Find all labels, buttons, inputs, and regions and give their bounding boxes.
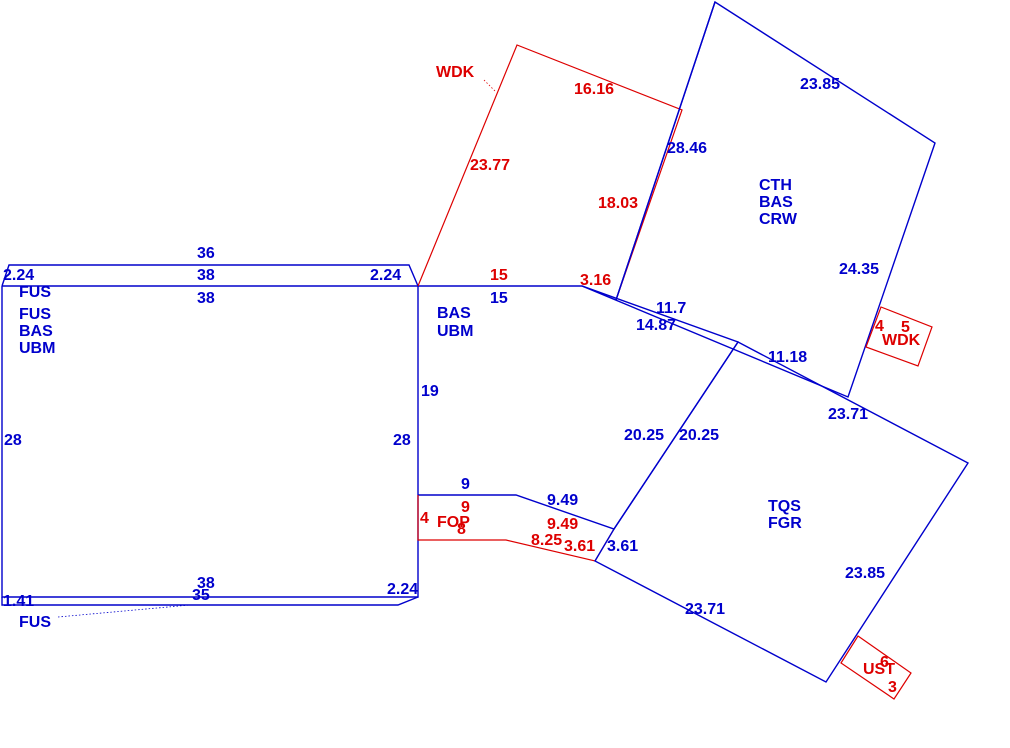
left-section-bottom-band (1, 596, 419, 606)
tqs-code-2: FGR (768, 515, 802, 532)
left-fus-label: FUS (19, 284, 51, 301)
left-top-dim-2: 38 (197, 267, 215, 284)
ust-section (840, 635, 912, 700)
cth-code-3: CRW (759, 211, 798, 228)
left-bottom-dim: 38 (197, 575, 215, 592)
left-right-side-dim: 28 (393, 432, 411, 449)
middle-top-red-dim: 15 (490, 267, 508, 284)
bottom-fus-label: FUS (19, 614, 51, 631)
wdk-deck-label: WDK (436, 64, 475, 81)
left-section-outline (1, 285, 419, 598)
middle-diag-dim-1: 11.7 (656, 300, 686, 317)
left-section-top-band (1, 264, 419, 287)
left-br-diag-dim: 2.24 (387, 581, 418, 598)
middle-diag-dim-2: 14.87 (636, 317, 676, 334)
cth-code-1: CTH (759, 177, 792, 194)
tqs-left-dim: 20.25 (679, 427, 719, 444)
left-side-dim: 28 (4, 432, 22, 449)
wdk-small-outline (865, 306, 933, 367)
left-top-dim: 36 (197, 245, 215, 262)
left-code-3: UBM (19, 340, 55, 357)
wdk-deck-top-dim: 16.16 (574, 81, 614, 98)
wdk-small-dim-b: 5 (901, 319, 910, 336)
middle-left-dim: 19 (421, 383, 439, 400)
wdk-small-section (865, 306, 933, 367)
cth-left-dim: 28.46 (667, 140, 707, 157)
tqs-bottom-dim: 23.71 (685, 601, 725, 618)
middle-bottom-dim: 9 (461, 476, 470, 493)
middle-code-1: BAS (437, 305, 471, 322)
wdk-deck-section (417, 44, 683, 301)
ust-outline (840, 635, 912, 700)
wdk-deck-leader (483, 79, 497, 93)
bottom-fus-leader (57, 604, 191, 618)
left-code-1: FUS (19, 306, 51, 323)
middle-short-red-dim: 3.16 (580, 272, 611, 289)
middle-right-dim: 20.25 (624, 427, 664, 444)
left-code-2: BAS (19, 323, 53, 340)
wdk-deck-right-dim: 18.03 (598, 195, 638, 212)
fop-label: FOP (437, 514, 470, 531)
tqs-outline (594, 341, 970, 683)
cth-right-dim: 24.35 (839, 261, 879, 278)
ust-dim-a: 6 (880, 654, 889, 671)
fop-bottom-dim: 8 (457, 521, 466, 538)
cth-top-dim: 23.85 (800, 76, 840, 93)
tqs-short-dim: 3.61 (607, 538, 638, 555)
tqs-right-dim: 23.85 (845, 565, 885, 582)
cth-inner-line (615, 1, 716, 301)
ust-dim-b: 3 (888, 679, 897, 696)
fop-top-dim: 9 (461, 499, 470, 516)
cth-bottom-dim: 11.18 (768, 349, 807, 366)
left-tl-diag-dim: 2.24 (3, 267, 34, 284)
left-bl-diag-dim: 1.41 (3, 593, 34, 610)
left-top-dim-3: 38 (197, 290, 215, 307)
left-tr-diag-dim: 2.24 (370, 267, 401, 284)
fop-short-dim: 3.61 (564, 538, 595, 555)
middle-top-blue-dim: 15 (490, 290, 508, 307)
wdk-small-dim-a: 4 (875, 318, 884, 335)
wdk-deck-left-dim: 23.77 (470, 157, 510, 174)
left-bottom-dim-2: 35 (192, 587, 210, 604)
left-section (1, 264, 419, 606)
wdk-small-label: WDK (882, 332, 921, 349)
ust-label: UST (863, 661, 895, 678)
fop-left-dim: 4 (420, 510, 429, 527)
fop-diag-dim-2: 8.25 (531, 532, 562, 549)
cth-code-2: BAS (759, 194, 793, 211)
tqs-top-dim: 23.71 (828, 406, 868, 423)
tqs-section (594, 341, 970, 683)
tqs-code-1: TQS (768, 498, 801, 515)
fop-diag-dim: 9.49 (547, 516, 578, 533)
cth-section (581, 0, 936, 398)
middle-bottom-diag-dim: 9.49 (547, 492, 578, 509)
middle-code-2: UBM (437, 323, 473, 340)
wdk-deck-outline (417, 44, 683, 301)
